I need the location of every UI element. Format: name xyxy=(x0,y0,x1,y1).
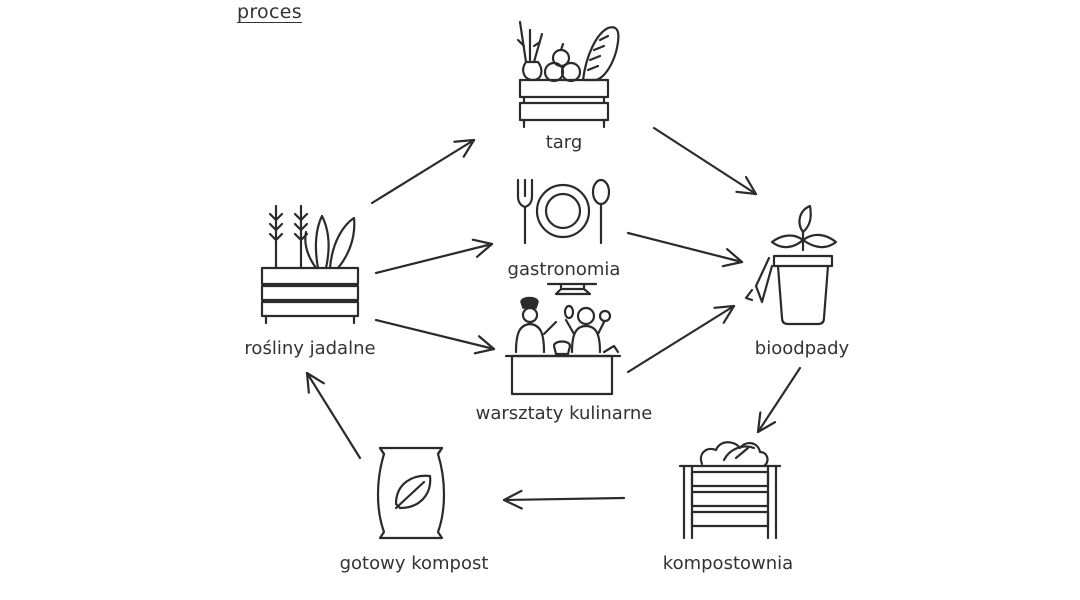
arrow-rosliny-to-gastronomia xyxy=(376,244,492,273)
label-gotowy-kompost: gotowy kompost xyxy=(339,553,489,574)
arrow-kompost-to-rosliny xyxy=(307,373,360,458)
compost-bag-icon xyxy=(378,448,444,538)
planter-with-plants-icon xyxy=(262,206,358,323)
cooking-workshop-icon xyxy=(506,284,620,394)
plate-fork-spoon-icon xyxy=(518,180,609,243)
arrow-kompostownia-to-kompost xyxy=(504,498,624,500)
arrow-rosliny-to-warsztaty xyxy=(376,320,494,349)
diagram-heading: proces xyxy=(237,1,302,23)
label-targ: targ xyxy=(545,132,583,153)
label-bioodpady: bioodpady xyxy=(754,338,850,359)
label-warsztaty-kulinarne: warsztaty kulinarne xyxy=(475,403,653,424)
arrow-gastronomia-to-bioodpady xyxy=(628,233,742,262)
label-kompostownia: kompostownia xyxy=(662,553,794,574)
crate-of-produce-icon xyxy=(518,22,618,127)
composter-icon xyxy=(680,442,780,538)
compost-bin-with-sprout-icon xyxy=(746,206,836,324)
label-rosliny-jadalne: rośliny jadalne xyxy=(244,338,376,359)
label-gastronomia: gastronomia xyxy=(507,259,621,280)
arrow-warsztaty-to-bioodpady xyxy=(628,306,734,372)
arrow-rosliny-to-targ xyxy=(372,140,474,203)
arrow-targ-to-bioodpady xyxy=(654,128,756,194)
arrow-bioodpady-to-kompostownia xyxy=(758,368,800,432)
